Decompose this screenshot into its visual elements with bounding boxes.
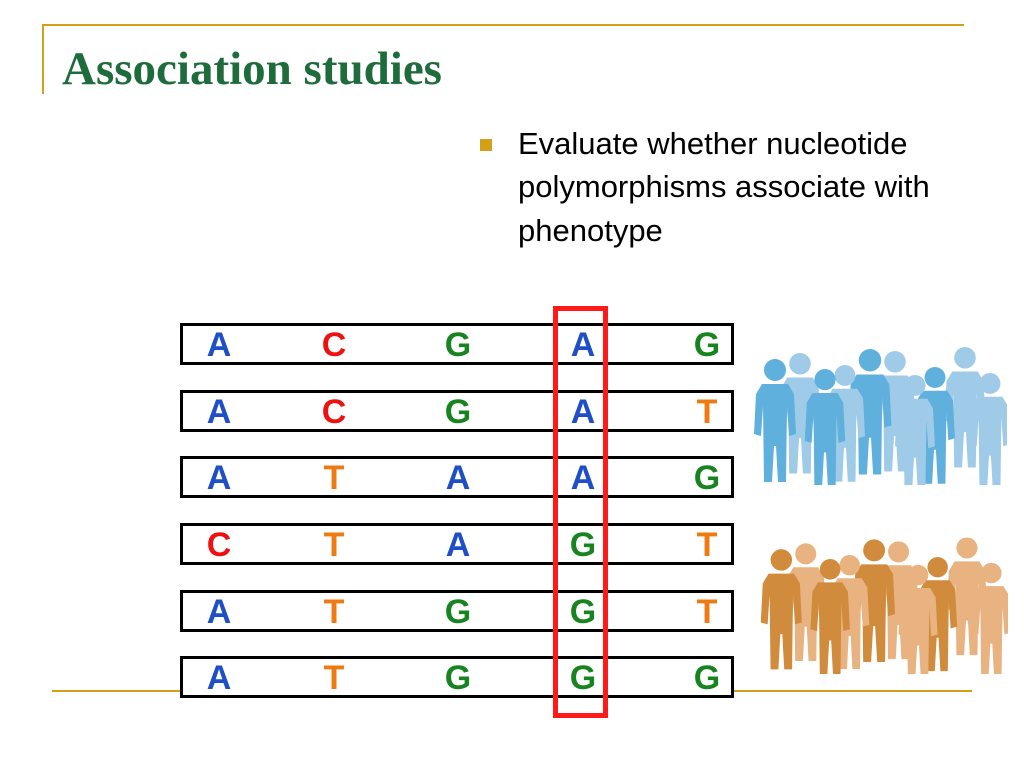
case-group-people-icon bbox=[754, 347, 1007, 485]
nucleotide: T bbox=[323, 526, 345, 564]
nucleotide: G bbox=[693, 326, 721, 364]
nucleotide: A bbox=[206, 393, 232, 431]
control-group-people-icon bbox=[760, 537, 1008, 674]
square-bullet-icon bbox=[480, 139, 492, 151]
nucleotide: A bbox=[570, 326, 596, 364]
nucleotide: G bbox=[569, 593, 597, 631]
nucleotide: A bbox=[206, 326, 232, 364]
nucleotide: T bbox=[323, 659, 345, 697]
nucleotide: T bbox=[323, 593, 345, 631]
nucleotide: A bbox=[206, 593, 232, 631]
nucleotide: G bbox=[444, 393, 472, 431]
nucleotide: T bbox=[696, 393, 718, 431]
nucleotide: C bbox=[321, 393, 347, 431]
nucleotide: G bbox=[569, 526, 597, 564]
nucleotide: A bbox=[445, 526, 471, 564]
nucleotide: A bbox=[570, 393, 596, 431]
nucleotide: G bbox=[444, 326, 472, 364]
nucleotide: C bbox=[321, 326, 347, 364]
nucleotide: A bbox=[206, 659, 232, 697]
nucleotide: A bbox=[570, 459, 596, 497]
nucleotide: A bbox=[206, 459, 232, 497]
nucleotide: G bbox=[693, 459, 721, 497]
nucleotide: G bbox=[569, 659, 597, 697]
top-rule bbox=[42, 24, 964, 26]
nucleotide: T bbox=[696, 526, 718, 564]
nucleotide: G bbox=[444, 659, 472, 697]
nucleotide: G bbox=[693, 659, 721, 697]
nucleotide: A bbox=[445, 459, 471, 497]
nucleotide: T bbox=[323, 459, 345, 497]
slide-title: Association studies bbox=[62, 43, 442, 95]
left-rule bbox=[42, 24, 44, 94]
bullet-text: Evaluate whether nucleotide polymorphism… bbox=[518, 126, 930, 248]
nucleotide: T bbox=[696, 593, 718, 631]
nucleotide: C bbox=[206, 526, 232, 564]
snp-column-highlight bbox=[553, 306, 608, 718]
nucleotide: G bbox=[444, 593, 472, 631]
